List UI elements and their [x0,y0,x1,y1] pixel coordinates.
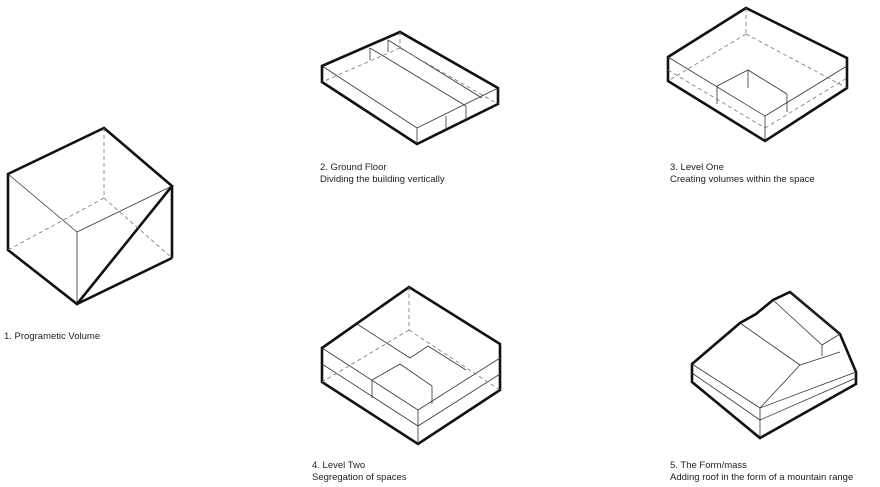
step-5-subtitle: Adding roof in the form of a mountain ra… [670,472,854,483]
step-2-title: 2. Ground Floor [320,162,387,173]
caption-step-2: 2. Ground Floor Dividing the building ve… [320,162,445,186]
form-mass-drawing [690,290,858,440]
caption-step-4: 4. Level Two Segregation of spaces [312,460,407,484]
step-2-subtitle: Dividing the building vertically [320,174,445,185]
caption-step-3: 3. Level One Creating volumes within the… [670,162,815,186]
step-4-title: 4. Level Two [312,460,366,471]
step-4-subtitle: Segregation of spaces [312,472,407,483]
level-two-drawing [320,285,502,446]
step-1-title: 1. Programetic Volume [4,331,101,342]
caption-step-5: 5. The Form/mass Adding roof in the form… [670,460,853,484]
level-one-drawing [666,6,849,143]
step-5-title: 5. The Form/mass [670,460,747,471]
caption-step-1: 1. Programetic Volume [4,331,100,343]
programmatic-volume-drawing [6,126,174,306]
step-3-title: 3. Level One [670,162,724,173]
step-3-subtitle: Creating volumes within the space [670,174,815,185]
ground-floor-drawing [320,30,500,146]
